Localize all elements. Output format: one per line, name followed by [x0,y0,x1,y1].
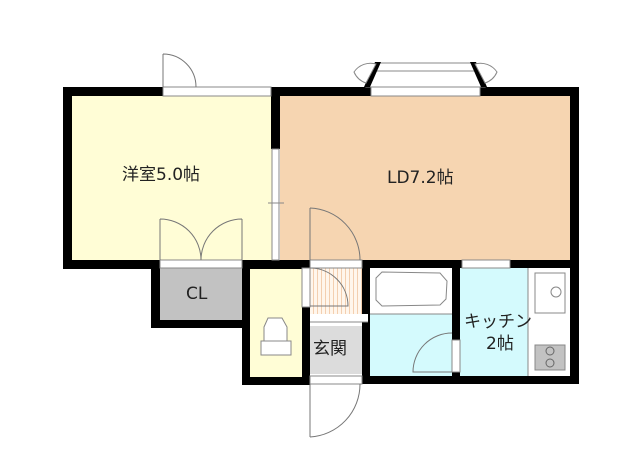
wall-mid-vertical [271,87,280,149]
closet [160,268,242,320]
wall-bottom-western [63,260,160,269]
ld-door-arc-icon [309,207,361,268]
sliding-door-partition [271,148,280,261]
wall-closet-bottom [151,320,250,328]
wall-top-left [63,87,163,96]
wall-toilet-right [302,307,310,384]
wall-ld-bottom-right [510,260,579,268]
wall-left [63,87,72,269]
entrance-step [310,268,368,318]
toilet-door-arc-icon [309,267,349,307]
toilet-icon [263,317,288,342]
closet-door-right-icon [200,218,243,261]
closet-door-left-icon [159,218,202,261]
wall-right [570,87,579,384]
kitchen-label-line1: キッチン [464,312,532,332]
bath-door-arc-icon [412,332,453,373]
door-arc-icon [162,53,197,88]
entrance [310,326,368,374]
living-dining [280,95,570,260]
wall-top-right [480,87,579,96]
front-door-arc-icon [309,383,361,438]
wall-toilet-left [242,260,250,384]
wall-bottom-right [362,376,579,384]
wall-toilet-bottom [242,377,310,385]
wall-bath-right-upper [452,260,460,340]
kitchen-label-line2: 2帖 [486,334,514,354]
western-room-label: 洋室5.0帖 [122,165,201,185]
opening-top-western [162,86,272,97]
entrance-label: 玄関 [313,339,347,359]
closet-label: CL [186,284,208,304]
window-top-ld [370,86,481,97]
bathtub-icon [375,271,448,307]
bay-window [365,62,486,88]
wall-ld-bottom [362,260,462,268]
wall-bottom-western-right [242,260,310,269]
wall-top-mid [271,87,371,96]
western-room [72,95,272,260]
ld-label: LD7.2帖 [387,168,454,188]
wall-closet-left [151,260,160,328]
